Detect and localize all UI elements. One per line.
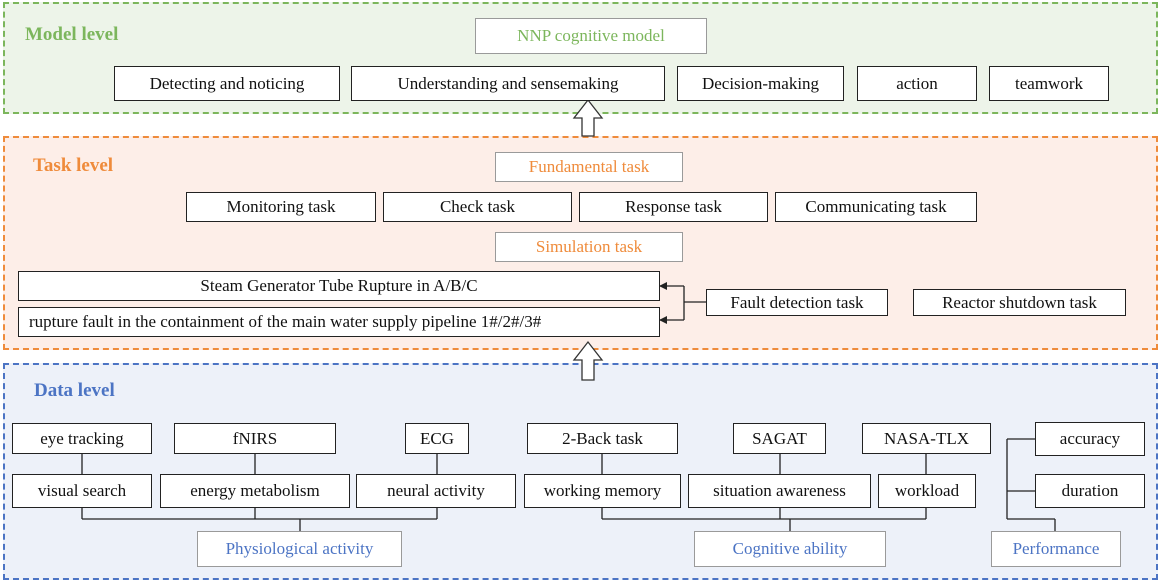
data-level-title: Data level <box>34 380 115 401</box>
nasa-tlx-box: NASA-TLX <box>862 423 991 454</box>
energy-metabolism-box: energy metabolism <box>160 474 350 508</box>
nnp-cognitive-model-box: NNP cognitive model <box>475 18 707 54</box>
accuracy-box: accuracy <box>1035 422 1145 456</box>
up-arrow-task-to-model <box>572 98 604 137</box>
cognitive-ability-box: Cognitive ability <box>694 531 886 567</box>
cognitive-bracket <box>601 508 927 531</box>
task-level-title: Task level <box>33 155 114 176</box>
fault-detection-bracket <box>659 282 706 324</box>
working-memory-box: working memory <box>524 474 681 508</box>
data-level-panel <box>3 363 1158 580</box>
two-back-task-box: 2-Back task <box>527 423 678 454</box>
communicating-task-box: Communicating task <box>775 192 977 222</box>
model-component-understanding: Understanding and sensemaking <box>351 66 665 101</box>
fault-detection-task-box: Fault detection task <box>706 289 888 316</box>
response-task-box: Response task <box>579 192 768 222</box>
up-arrow-data-to-task <box>572 340 604 381</box>
duration-box: duration <box>1035 474 1145 508</box>
physiological-bracket <box>81 508 438 531</box>
scenario-pipeline-rupture-box: rupture fault in the containment of the … <box>18 307 660 337</box>
visual-search-box: visual search <box>12 474 152 508</box>
simulation-task-box: Simulation task <box>495 232 683 262</box>
check-task-box: Check task <box>383 192 572 222</box>
monitoring-task-box: Monitoring task <box>186 192 376 222</box>
ecg-box: ECG <box>405 423 469 454</box>
physiological-activity-box: Physiological activity <box>197 531 402 567</box>
measure-links <box>81 454 927 474</box>
situation-awareness-box: situation awareness <box>688 474 871 508</box>
performance-bracket <box>1006 438 1056 531</box>
scenario-sgtr-box: Steam Generator Tube Rupture in A/B/C <box>18 271 660 301</box>
reactor-shutdown-task-box: Reactor shutdown task <box>913 289 1126 316</box>
model-component-teamwork: teamwork <box>989 66 1109 101</box>
workload-box: workload <box>878 474 976 508</box>
fnirs-box: fNIRS <box>174 423 336 454</box>
model-component-detecting: Detecting and noticing <box>114 66 340 101</box>
model-component-decision-making: Decision-making <box>677 66 844 101</box>
performance-box: Performance <box>991 531 1121 567</box>
fundamental-task-box: Fundamental task <box>495 152 683 182</box>
sagat-box: SAGAT <box>733 423 826 454</box>
model-component-action: action <box>857 66 977 101</box>
eye-tracking-box: eye tracking <box>12 423 152 454</box>
model-level-title: Model level <box>25 24 119 45</box>
neural-activity-box: neural activity <box>356 474 516 508</box>
